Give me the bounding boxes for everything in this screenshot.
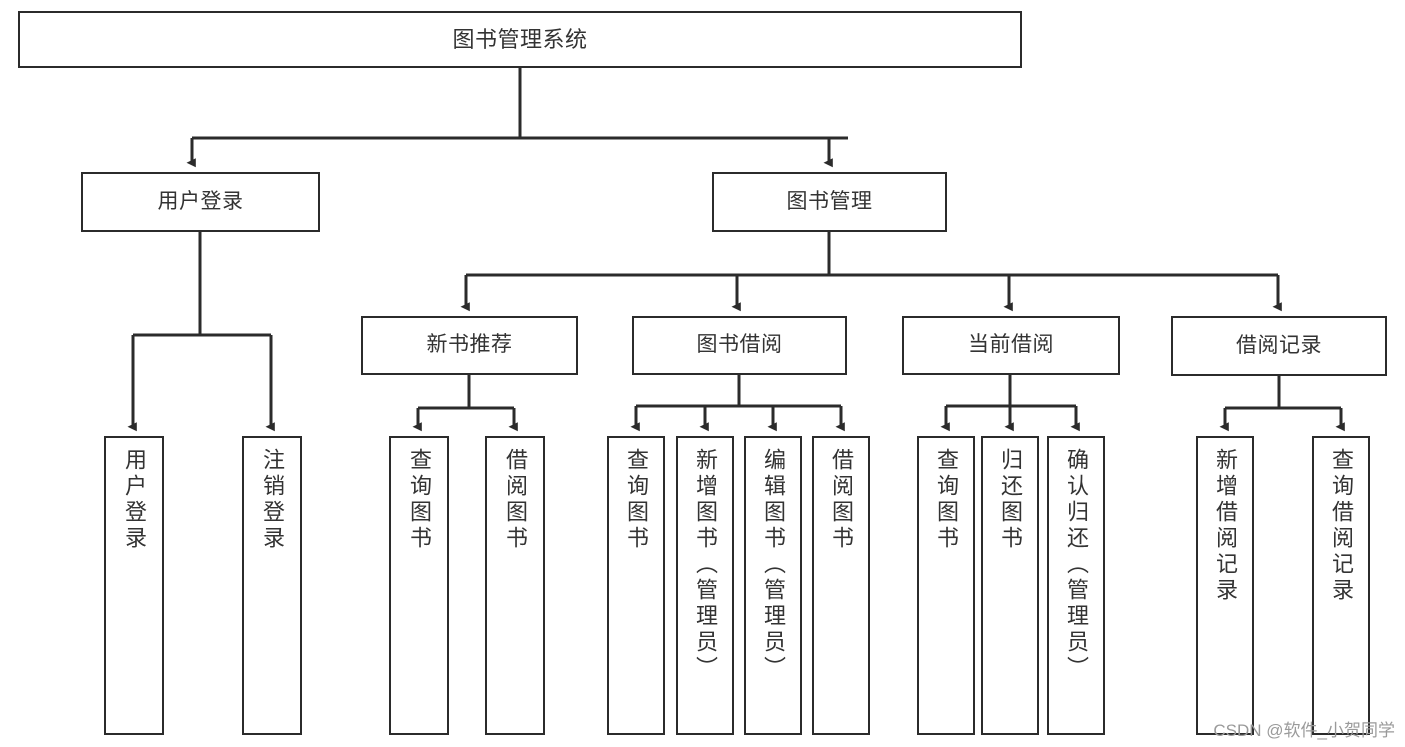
node-label: 借阅图书 — [503, 448, 528, 552]
leaf-new-book-query-book[interactable]: 查询图书 — [389, 436, 449, 735]
leaf-new-book-borrow-book[interactable]: 借阅图书 — [485, 436, 545, 735]
node-label: 用户登录 — [122, 448, 147, 552]
node-label: 查询图书 — [407, 448, 432, 552]
node-label: 查询图书 — [624, 448, 649, 552]
node-label: 新增借阅记录 — [1213, 448, 1238, 604]
leaf-current-borrow-return-book[interactable]: 归还图书 — [981, 436, 1039, 735]
leaf-current-borrow-confirm-return-admin[interactable]: 确认归还（管理员） — [1047, 436, 1105, 735]
leaf-book-borrow-add-book-admin[interactable]: 新增图书（管理员） — [676, 436, 734, 735]
node-label: 当前借阅 — [968, 333, 1054, 357]
node-label: 归还图书 — [998, 448, 1023, 552]
node-user-login[interactable]: 用户登录 — [81, 172, 320, 232]
node-root-book-management-system[interactable]: 图书管理系统 — [18, 11, 1022, 68]
node-label: 注销登录 — [260, 448, 285, 552]
leaf-current-borrow-query-book[interactable]: 查询图书 — [917, 436, 975, 735]
leaf-borrow-record-add-record[interactable]: 新增借阅记录 — [1196, 436, 1254, 735]
node-label: 确认归还（管理员） — [1064, 448, 1089, 682]
node-label: 图书管理 — [786, 189, 873, 213]
leaf-user-login-logout[interactable]: 注销登录 — [242, 436, 302, 735]
node-label: 查询图书 — [934, 448, 959, 552]
node-new-book-recommend[interactable]: 新书推荐 — [361, 316, 578, 375]
node-label: 用户登录 — [157, 189, 244, 213]
node-label: 编辑图书（管理员） — [761, 448, 786, 682]
leaf-book-borrow-borrow-book[interactable]: 借阅图书 — [812, 436, 870, 735]
node-book-management[interactable]: 图书管理 — [712, 172, 947, 232]
node-label: 图书管理系统 — [452, 26, 588, 52]
node-label: 图书借阅 — [696, 333, 783, 357]
node-borrow-record[interactable]: 借阅记录 — [1171, 316, 1387, 376]
watermark: CSDN @软件_小贺同学 — [1213, 721, 1395, 740]
node-label: 借阅记录 — [1236, 333, 1322, 357]
leaf-book-borrow-query-book[interactable]: 查询图书 — [607, 436, 665, 735]
node-label: 借阅图书 — [829, 448, 854, 552]
leaf-user-login-login[interactable]: 用户登录 — [104, 436, 164, 735]
node-label: 查询借阅记录 — [1329, 448, 1354, 604]
node-label: 新书推荐 — [426, 333, 513, 357]
node-label: 新增图书（管理员） — [693, 448, 718, 682]
node-current-borrow[interactable]: 当前借阅 — [902, 316, 1120, 375]
node-book-borrow[interactable]: 图书借阅 — [632, 316, 847, 375]
leaf-book-borrow-edit-book-admin[interactable]: 编辑图书（管理员） — [744, 436, 802, 735]
leaf-borrow-record-query-record[interactable]: 查询借阅记录 — [1312, 436, 1370, 735]
